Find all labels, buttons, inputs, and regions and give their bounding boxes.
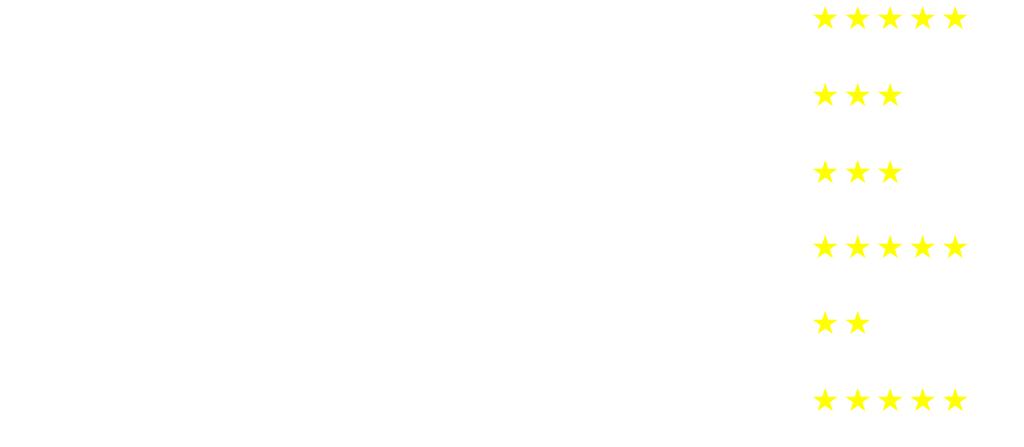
star-icon: ★: [940, 381, 970, 419]
star-icon: ★: [810, 76, 840, 114]
star-icon: ★: [810, 0, 840, 37]
star-icon: ★: [843, 381, 873, 419]
star-icon: ★: [875, 76, 905, 114]
star-rating-row: ★★: [809, 305, 874, 341]
star-rating-row: ★★★★★: [809, 229, 972, 265]
star-rating-row: ★★★: [809, 154, 907, 190]
star-icon: ★: [810, 153, 840, 191]
star-icon: ★: [875, 381, 905, 419]
star-icon: ★: [810, 304, 840, 342]
star-icon: ★: [875, 153, 905, 191]
star-rating-row: ★★★★★: [809, 382, 972, 418]
star-icon: ★: [843, 153, 873, 191]
star-rating-row: ★★★★★: [809, 0, 972, 36]
star-icon: ★: [810, 228, 840, 266]
star-icon: ★: [810, 381, 840, 419]
star-icon: ★: [843, 0, 873, 37]
star-icon: ★: [875, 0, 905, 37]
star-icon: ★: [940, 228, 970, 266]
star-icon: ★: [843, 228, 873, 266]
star-icon: ★: [940, 0, 970, 37]
star-icon: ★: [843, 76, 873, 114]
star-icon: ★: [875, 228, 905, 266]
star-rating-list: ★★★★★★★★★★★★★★★★★★★★★★★: [809, 0, 1009, 447]
star-rating-row: ★★★: [809, 77, 907, 113]
star-icon: ★: [908, 228, 938, 266]
star-icon: ★: [908, 381, 938, 419]
star-icon: ★: [843, 304, 873, 342]
star-icon: ★: [908, 0, 938, 37]
